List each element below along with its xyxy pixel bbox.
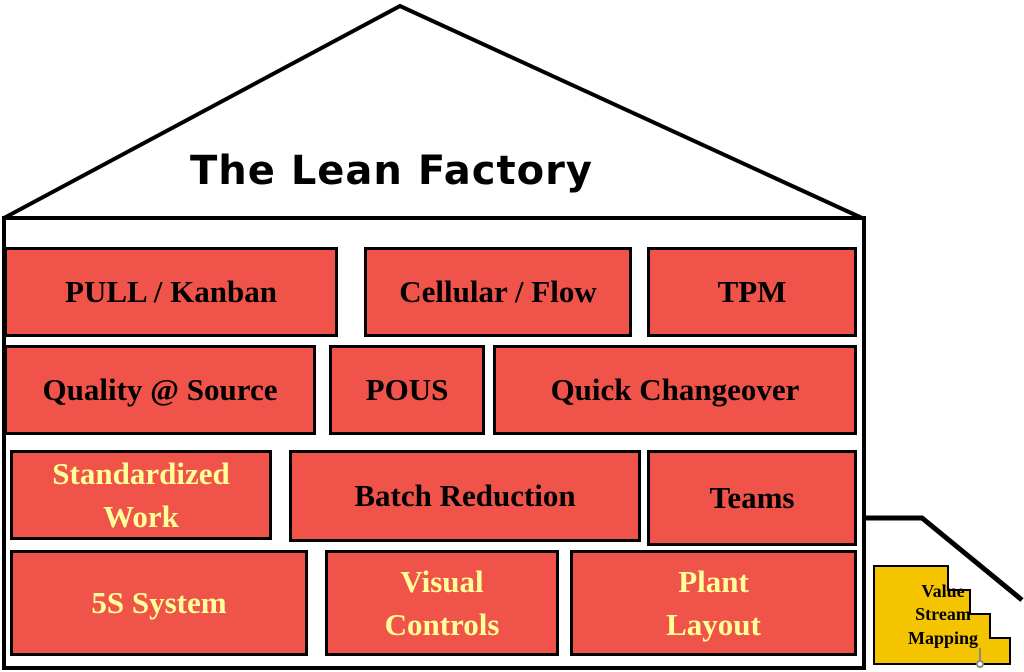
- brick-cellular-flow: Cellular / Flow: [364, 247, 632, 337]
- brick-quick-changeover: Quick Changeover: [493, 345, 857, 435]
- brick-standardized-work: Standardized Work: [10, 450, 272, 540]
- brick-plant-layout: Plant Layout: [570, 550, 857, 656]
- value-stream-mapping-label: Value Stream Mapping: [907, 581, 979, 648]
- brick-tpm: TPM: [647, 247, 857, 337]
- value-stream-box: [873, 565, 1011, 665]
- diagram-title: The Lean Factory: [190, 148, 593, 194]
- brick-pull-kanban: PULL / Kanban: [4, 247, 338, 337]
- brick-visual-controls: Visual Controls: [325, 550, 559, 656]
- brick-teams: Teams: [647, 450, 857, 546]
- annex-roof: [864, 515, 1024, 602]
- tag-ring: [976, 660, 984, 668]
- brick-5s-system: 5S System: [10, 550, 308, 656]
- brick-batch-reduction: Batch Reduction: [289, 450, 641, 542]
- brick-quality-at-source: Quality @ Source: [4, 345, 316, 435]
- brick-pous: POUS: [329, 345, 485, 435]
